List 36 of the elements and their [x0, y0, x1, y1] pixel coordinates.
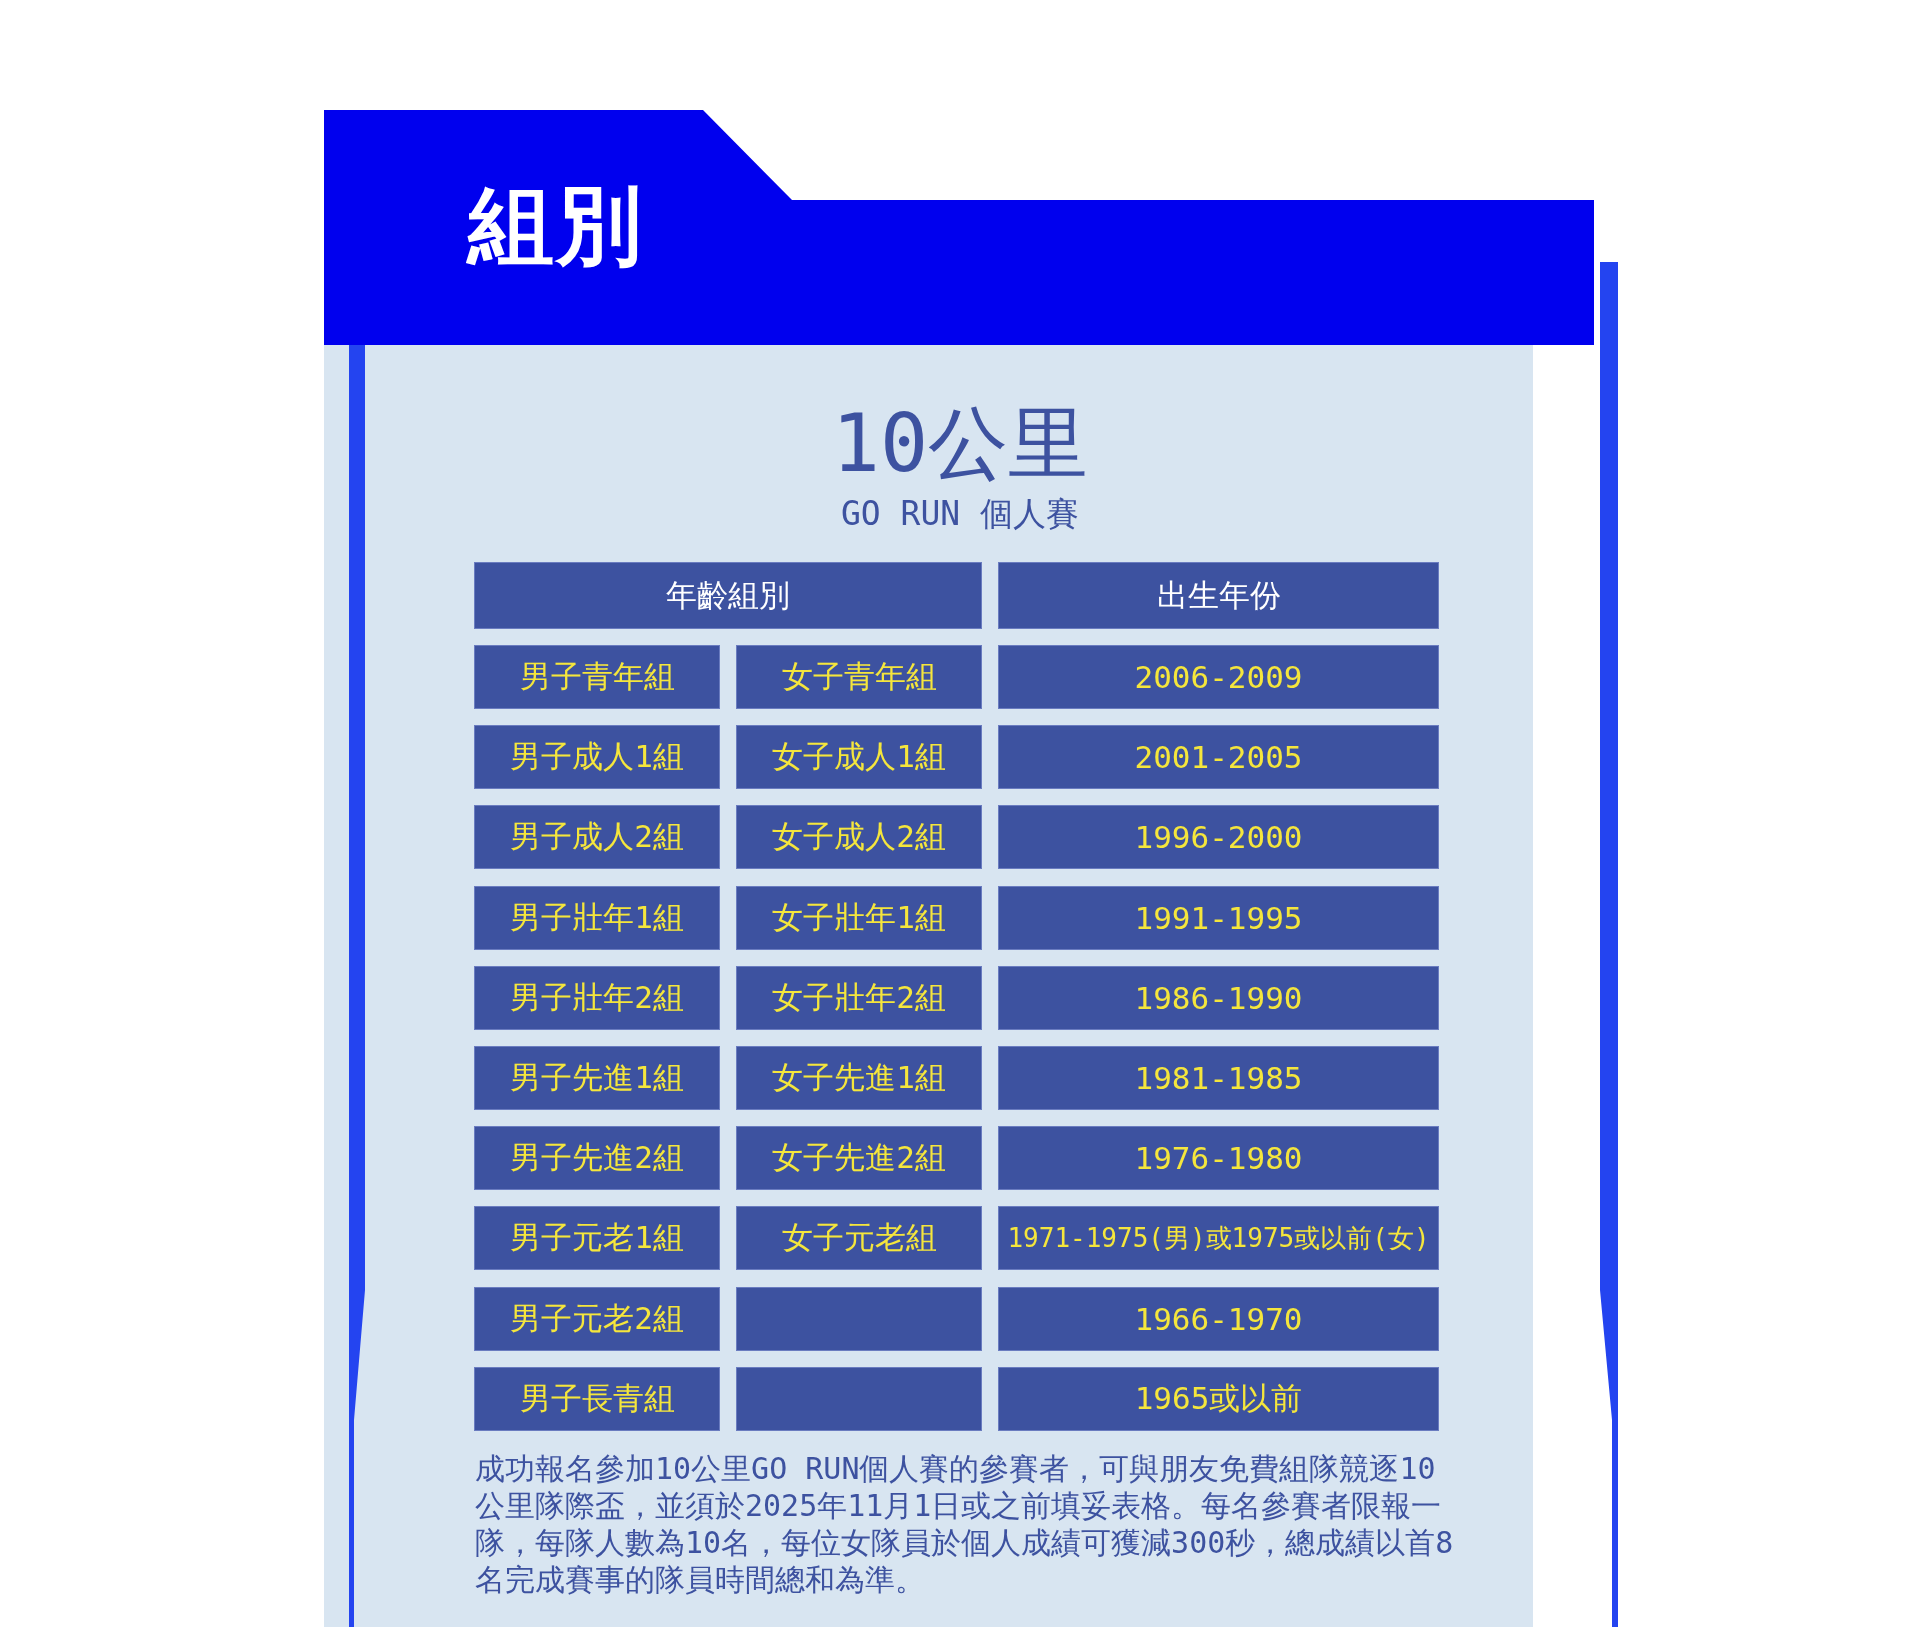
year-cell: 1986-1990: [998, 965, 1439, 1030]
note-paragraph: 成功報名參加10公里GO RUN個人賽的參賽者，可與朋友免費組隊競逐10公里隊際盃，並須於2025年11月1日或之前填妥表格。每名參賽者限報一隊，每隊人數為10名，每位女隊員於個人成績可獲減300秒，總成績以首8名完成賽事的隊員時間總和為準。: [475, 1450, 1455, 1598]
category-cell: 女子元老組: [736, 1206, 982, 1271]
category-cell: 女子先進1組: [736, 1046, 982, 1110]
category-cell: 女子壯年2組: [736, 965, 982, 1030]
category-cell: 男子元老2組: [474, 1286, 720, 1351]
year-cell: 1991-1995: [998, 885, 1439, 950]
year-cell: 1996-2000: [998, 805, 1439, 870]
year-cell: 1971-1975(男)或1975或以前(女): [998, 1206, 1439, 1271]
category-cell: 男子成人2組: [474, 805, 720, 870]
category-cell: 男子先進1組: [474, 1046, 720, 1110]
category-cell: 女子青年組: [736, 645, 982, 709]
category-cell: 男子元老1組: [474, 1206, 720, 1271]
column-header: 出生年份: [998, 562, 1439, 629]
category-cell: 女子成人2組: [736, 805, 982, 870]
category-cell: 男子壯年2組: [474, 965, 720, 1030]
category-cell: 女子成人1組: [736, 725, 982, 790]
category-cell: 男子成人1組: [474, 725, 720, 790]
empty-cell: [736, 1286, 982, 1351]
year-cell: 2006-2009: [998, 645, 1439, 709]
year-cell: 1966-1970: [998, 1286, 1439, 1351]
category-cell: 男子先進2組: [474, 1126, 720, 1191]
year-cell: 2001-2005: [998, 725, 1439, 790]
category-cell: 男子壯年1組: [474, 885, 720, 950]
category-cell: 男子青年組: [474, 645, 720, 709]
empty-cell: [736, 1366, 982, 1431]
section-title: 組別: [468, 174, 644, 277]
year-cell: 1981-1985: [998, 1046, 1439, 1110]
distance-heading: 10公里: [830, 400, 1090, 488]
race-subtitle: GO RUN 個人賽: [839, 493, 1081, 535]
category-cell: 女子先進2組: [736, 1126, 982, 1191]
category-cell: 男子長青組: [474, 1366, 720, 1431]
year-cell: 1965或以前: [998, 1366, 1439, 1431]
year-cell: 1976-1980: [998, 1126, 1439, 1191]
category-cell: 女子壯年1組: [736, 885, 982, 950]
column-header: 年齡組別: [474, 562, 982, 629]
